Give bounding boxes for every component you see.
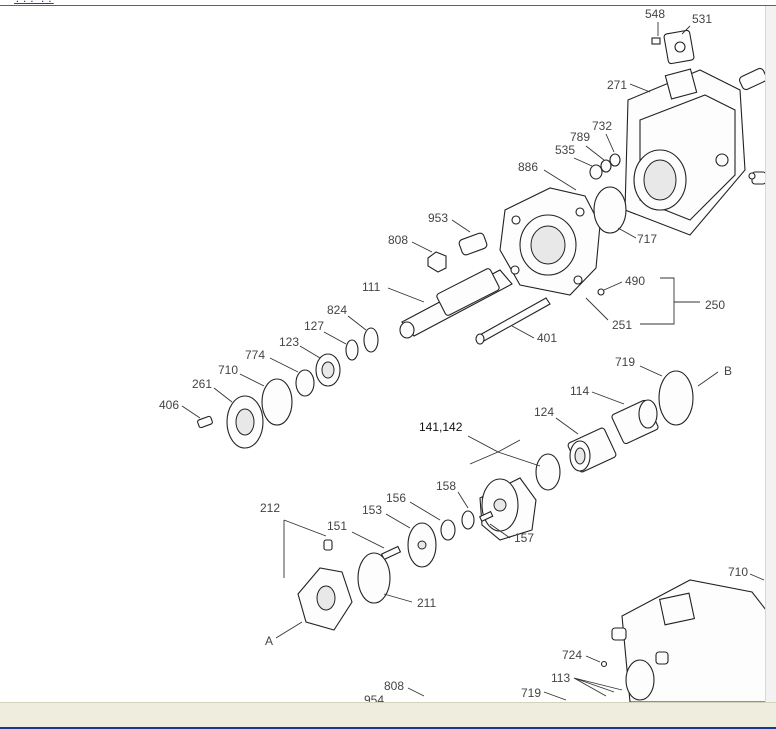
label-808b: 808: [384, 679, 404, 693]
label-211: 211: [417, 596, 436, 610]
label-774: 774: [245, 348, 265, 362]
label-271: 271: [607, 78, 627, 92]
label-114: 114: [570, 384, 589, 398]
top-link[interactable]: ??? ??: [14, 0, 54, 5]
label-251: 251: [612, 318, 632, 332]
part-151-pin: [380, 545, 402, 561]
part-406-bolt: [197, 415, 213, 429]
label-A: A: [265, 634, 273, 648]
part-212-swash: [297, 539, 353, 631]
top-bar: ??? ??: [0, 0, 776, 6]
label-127: 127: [304, 319, 324, 333]
label-158: 158: [436, 479, 456, 493]
label-824: 824: [327, 303, 347, 317]
label-250: 250: [705, 298, 725, 312]
part-114-coupling: [611, 399, 659, 445]
part-261-cover: [226, 395, 264, 449]
label-531: 531: [692, 12, 712, 26]
label-710b: 710: [728, 565, 748, 579]
part-724: [600, 660, 608, 668]
part-953: [458, 232, 488, 256]
part-271-housing: [624, 67, 767, 236]
label-401: 401: [537, 331, 557, 345]
label-157: 157: [514, 531, 534, 545]
part-156: [440, 519, 456, 541]
label-153: 153: [362, 503, 382, 517]
label-724: 724: [562, 648, 582, 662]
part-808-nut: [427, 251, 447, 273]
label-953: 953: [428, 211, 448, 225]
part-211-plate: [357, 552, 391, 604]
label-732: 732: [592, 119, 612, 133]
part-824-ring: [363, 327, 379, 353]
part-401-rod: [475, 297, 551, 345]
label-156: 156: [386, 491, 406, 505]
label-719: 719: [615, 355, 635, 369]
label-954: 954: [364, 693, 384, 702]
part-251-valve-plate: [499, 187, 601, 296]
exploded-parts-diagram: 548 531 271 732 789 535 886 717: [0, 6, 767, 707]
part-141-142-cylinder: [479, 453, 561, 541]
label-151: 151: [327, 519, 347, 533]
part-774-seal: [295, 369, 315, 397]
part-153-plate: [407, 522, 437, 568]
label-717: 717: [637, 232, 657, 246]
part-710-oring: [261, 378, 293, 426]
diagram-svg: 548 531 271 732 789 535 886 717: [159, 7, 767, 707]
label-261: 261: [192, 377, 212, 391]
label-111: 111: [362, 280, 381, 294]
label-113: 113: [551, 671, 570, 685]
label-548: 548: [645, 7, 665, 21]
part-719-oring: [658, 370, 694, 426]
label-212: 212: [260, 501, 280, 515]
part-157: [478, 510, 494, 522]
label-141-142: 141,142: [419, 420, 463, 434]
label-719b: 719: [521, 686, 541, 700]
vertical-scrollbar[interactable]: [765, 6, 776, 702]
label-490: 490: [625, 274, 645, 288]
label-789: 789: [570, 130, 590, 144]
part-710-lower-housing: [611, 579, 767, 703]
part-531: [651, 29, 695, 65]
status-bar: [0, 702, 776, 729]
label-124: 124: [534, 405, 554, 419]
part-124-bearing: [567, 427, 617, 473]
label-123: 123: [279, 335, 299, 349]
label-710: 710: [218, 363, 238, 377]
part-123-bearing: [315, 353, 341, 387]
label-B: B: [724, 364, 732, 378]
label-406: 406: [159, 398, 179, 412]
label-886: 886: [518, 160, 538, 174]
part-158: [461, 510, 475, 530]
parts-535-789-732: [589, 153, 621, 180]
part-111-shaft: [399, 268, 513, 339]
part-490: [597, 288, 605, 296]
part-127-ring: [345, 339, 359, 361]
part-717-oring: [593, 186, 627, 234]
label-535: 535: [555, 143, 575, 157]
label-808: 808: [388, 233, 408, 247]
